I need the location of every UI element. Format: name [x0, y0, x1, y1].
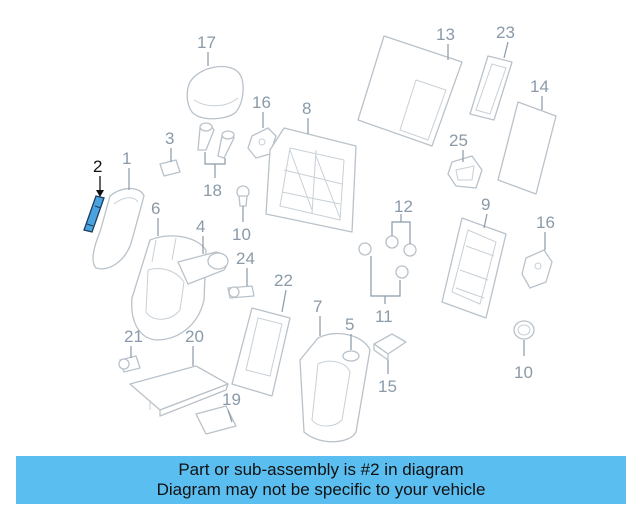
part-18-headrest-guides[interactable] — [197, 122, 235, 159]
part-4-armrest[interactable] — [177, 251, 229, 285]
part-14-trim-panel[interactable] — [497, 101, 557, 195]
label-8: 8 — [302, 99, 311, 118]
part-20-cushion-pad[interactable] — [129, 365, 229, 417]
label-14: 14 — [530, 77, 549, 96]
part-15-bracket[interactable] — [373, 333, 407, 361]
label-5: 5 — [345, 315, 354, 334]
part-17-headrest[interactable] — [186, 65, 244, 120]
part-2-highlighted[interactable] — [83, 195, 105, 233]
label-21: 21 — [124, 327, 143, 346]
label-16b: 16 — [536, 213, 555, 232]
part-23-pad[interactable] — [469, 55, 513, 121]
part-19-trim-piece[interactable] — [195, 405, 237, 435]
part-6-seat-cushion[interactable] — [131, 235, 207, 341]
label-1: 1 — [122, 149, 131, 168]
label-4: 4 — [196, 217, 205, 236]
parts-diagram: 17 18 16 3 8 10 13 — [83, 23, 557, 443]
part-16-latch-lower[interactable] — [521, 249, 553, 289]
label-13: 13 — [436, 25, 455, 44]
part-12-fasteners[interactable] — [358, 235, 417, 279]
part-9-seat-frame[interactable] — [441, 217, 507, 319]
part-25-latch[interactable] — [447, 155, 483, 189]
part-8-seatback-frame[interactable] — [265, 127, 357, 233]
part-5-clip[interactable] — [342, 350, 360, 362]
part-7-seat-back[interactable] — [299, 332, 371, 443]
label-15: 15 — [378, 377, 397, 396]
part-24-bolt[interactable] — [227, 285, 255, 299]
label-22: 22 — [274, 271, 293, 290]
label-19: 19 — [222, 390, 241, 409]
label-11: 11 — [375, 307, 393, 326]
label-6: 6 — [151, 199, 160, 218]
label-2: 2 — [93, 157, 102, 176]
part-1-side-bolster[interactable] — [92, 187, 145, 270]
label-12: 12 — [394, 197, 413, 216]
label-23: 23 — [496, 23, 515, 42]
label-20: 20 — [185, 327, 204, 346]
label-3: 3 — [165, 129, 174, 148]
part-10-bushing-right[interactable] — [513, 320, 535, 340]
banner-line-2: Diagram may not be specific to your vehi… — [156, 480, 486, 499]
part-3-clip[interactable] — [159, 159, 181, 177]
label-25: 25 — [449, 131, 468, 150]
part-22-back-panel[interactable] — [231, 307, 291, 397]
info-banner: Part or sub-assembly is #2 in diagram Di… — [16, 456, 626, 504]
label-10b: 10 — [514, 363, 533, 382]
label-17: 17 — [197, 33, 216, 52]
label-7: 7 — [313, 297, 322, 316]
label-10a: 10 — [232, 225, 251, 244]
banner-line-1: Part or sub-assembly is #2 in diagram — [178, 460, 464, 479]
part-10-bushing-left[interactable] — [236, 185, 250, 207]
label-9: 9 — [481, 195, 490, 214]
part-13-back-panel[interactable] — [357, 35, 463, 147]
label-16a: 16 — [252, 93, 271, 112]
label-24: 24 — [236, 249, 255, 268]
label-18: 18 — [203, 181, 222, 200]
part-21-bolt[interactable] — [118, 355, 141, 373]
